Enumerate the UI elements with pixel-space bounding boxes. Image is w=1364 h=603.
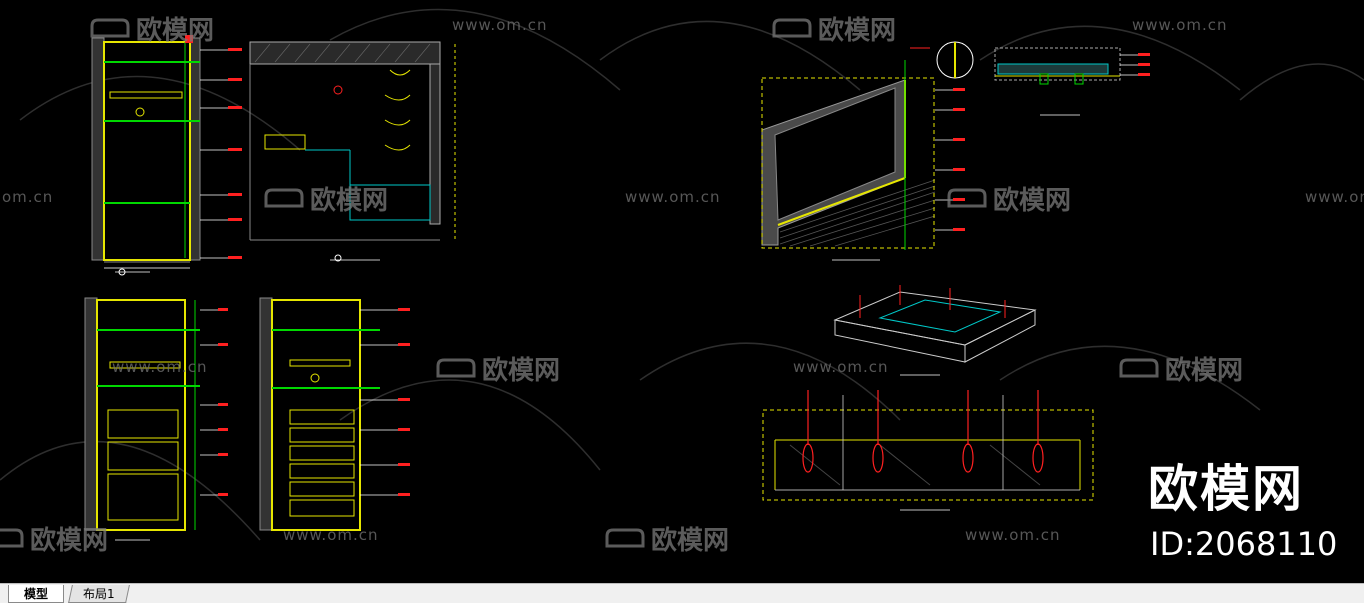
watermark-url: www.om.cn (793, 358, 889, 376)
watermark-logo: 欧模网 (770, 10, 896, 47)
section-cabinet-1 (249, 41, 456, 262)
watermark-logo: 欧模网 (434, 350, 560, 387)
watermark-brand: 欧模网 (310, 186, 389, 216)
cad-model-space[interactable]: 欧模网 欧模网 欧模网 欧模网 欧模网 欧模网 欧模网 欧模网 www.om.c… (0, 0, 1364, 583)
sofa-icon (605, 528, 645, 547)
layout-tab-bar: 模型 布局1 (0, 583, 1364, 603)
sofa-icon (0, 528, 24, 547)
brand-overlay: 欧模网 (1148, 460, 1304, 518)
tab-model[interactable]: 模型 (8, 585, 64, 603)
cad-drawing (0, 8, 1364, 541)
watermark-brand: 欧模网 (1165, 356, 1244, 386)
watermark-brand: 欧模网 (993, 186, 1072, 216)
watermark-url: www.om.cn (1132, 16, 1228, 34)
watermark-url: www.om.cn (625, 188, 721, 206)
watermark-url: www.om.cn (965, 526, 1061, 544)
watermark-url: www.om.cn (1305, 188, 1364, 206)
section-detail-slanted (761, 41, 974, 261)
section-detail-small (994, 47, 1150, 116)
sofa-icon (90, 18, 130, 37)
elevation-cabinet-2 (84, 297, 228, 541)
elevation-cabinet-3 (259, 297, 410, 531)
watermark-brand: 欧模网 (482, 356, 561, 386)
tab-layout1-label: 布局1 (83, 587, 115, 601)
id-overlay: ID:2068110 (1150, 525, 1338, 563)
sofa-icon (1119, 358, 1159, 377)
isometric-ceiling (833, 285, 1037, 376)
watermark-logo: 欧模网 (603, 520, 729, 557)
watermark-brand: 欧模网 (818, 16, 897, 46)
watermark-url: om.cn (2, 188, 54, 206)
sofa-icon (947, 188, 987, 207)
watermark-logo: 欧模网 (88, 10, 214, 47)
watermark-logo: 欧模网 (945, 180, 1071, 217)
tab-layout1[interactable]: 布局1 (68, 585, 130, 603)
sofa-icon (772, 18, 812, 37)
sofa-icon (264, 188, 304, 207)
elevation-cabinet-1 (91, 35, 242, 276)
watermark-logo: 欧模网 (0, 520, 108, 557)
watermark-brand: 欧模网 (30, 526, 109, 556)
watermark-logo: 欧模网 (1117, 350, 1243, 387)
watermark-url: www.om.cn (452, 16, 548, 34)
watermark-arcs (0, 8, 1364, 541)
watermark-url: www.om.cn (283, 526, 379, 544)
watermark-logo: 欧模网 (262, 180, 388, 217)
elevation-ceiling (762, 390, 1094, 511)
tab-model-label: 模型 (23, 587, 48, 601)
sofa-icon (436, 358, 476, 377)
watermark-brand: 欧模网 (651, 526, 730, 556)
watermark-url: www.om.cn (112, 358, 208, 376)
watermark-brand: 欧模网 (136, 16, 215, 46)
